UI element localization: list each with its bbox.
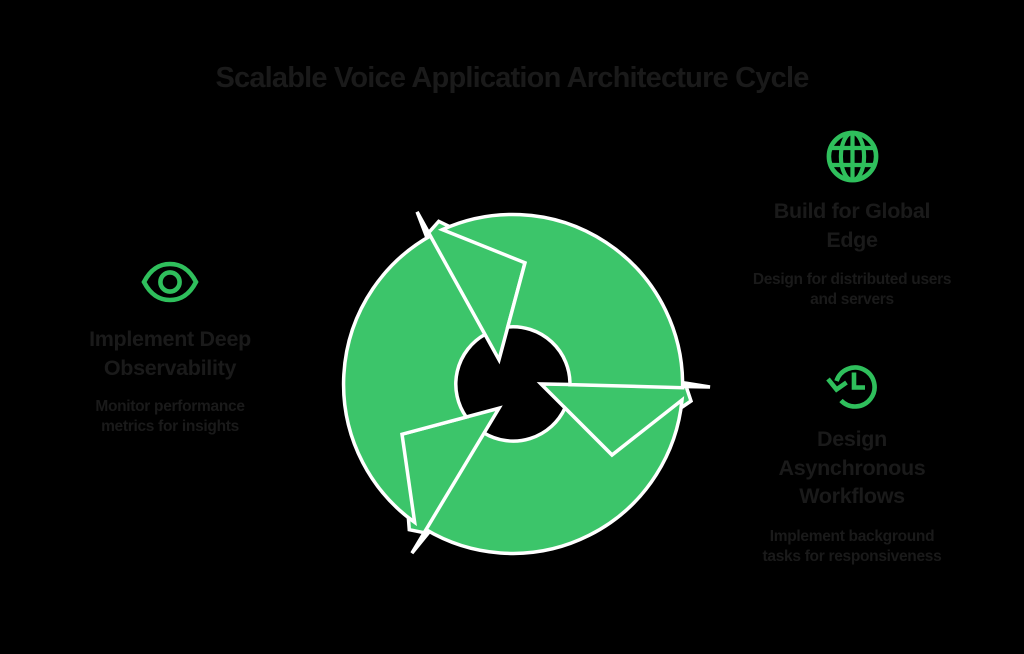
item-description: Monitor performance metrics for insights [95,398,245,435]
item-heading: Implement Deep Observability [89,327,251,380]
eye-icon [141,261,199,303]
item-description: Implement background tasks for responsiv… [762,527,942,565]
item-heading: Build for Global Edge [773,199,931,252]
page-title: Scalable Voice Application Architecture … [215,62,809,94]
cycle-arrows-graphic [341,211,711,556]
cycle-blade [415,211,685,390]
item-heading: Design Asynchronous Workflows [778,427,926,508]
item-implement-deep-observability: Implement Deep Observability Monitor per… [58,261,282,437]
item-design-asynchronous-workflows: Design Asynchronous Workflows Implement … [740,358,964,567]
globe-icon [826,130,878,183]
history-icon [826,365,877,409]
item-build-for-global-edge: Build for Global Edge Design for distrib… [740,128,964,310]
item-description: Design for distributed users and servers [752,271,952,308]
cycle-blade [422,380,711,556]
cycle-blade [341,232,503,555]
